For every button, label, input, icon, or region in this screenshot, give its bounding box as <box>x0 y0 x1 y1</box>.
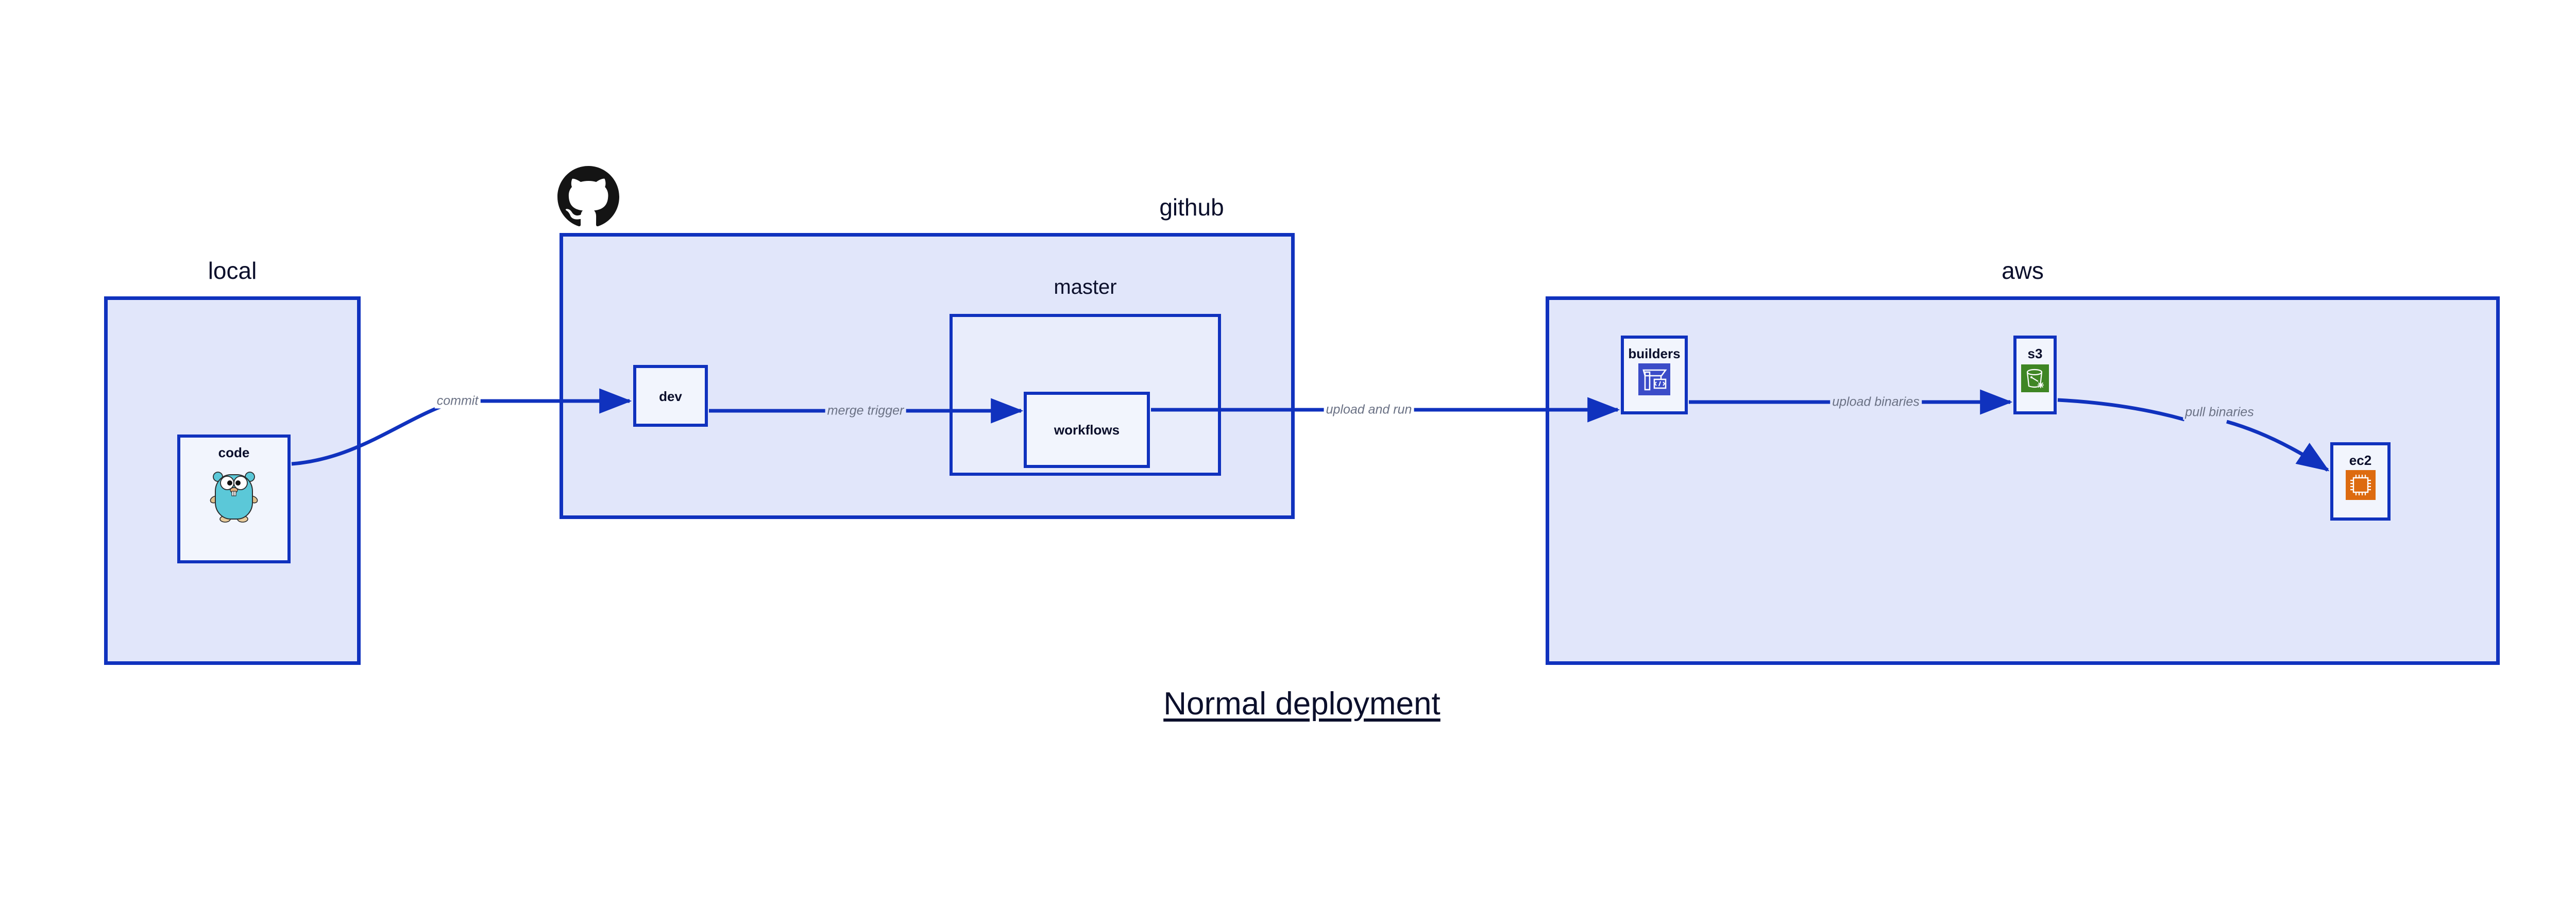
golang-gopher-icon <box>209 467 259 524</box>
edge-label-merge-trigger: merge trigger <box>825 403 906 419</box>
edge-label-upload-and-run: upload and run <box>1324 402 1414 417</box>
node-code[interactable]: code <box>177 435 291 563</box>
group-label-aws: aws <box>2002 257 2044 284</box>
diagram-title: Normal deployment <box>1163 686 1440 722</box>
aws-s3-bucket-icon <box>2021 364 2049 392</box>
node-label-dev: dev <box>659 389 682 404</box>
node-workflows[interactable]: workflows <box>1024 392 1150 468</box>
edge-label-upload-binaries: upload binaries <box>1830 394 1922 410</box>
aws-builders-crane-icon <box>1638 363 1670 395</box>
group-label-github: github <box>1159 194 1224 221</box>
edge-label-commit: commit <box>434 393 481 409</box>
node-label-s3: s3 <box>2027 346 2043 361</box>
node-label-code: code <box>218 445 250 460</box>
aws-ec2-chip-icon <box>2345 470 2376 500</box>
group-label-master: master <box>1054 276 1117 298</box>
group-box-local <box>104 296 361 665</box>
edge-label-pull-binaries: pull binaries <box>2183 405 2256 420</box>
node-label-workflows: workflows <box>1054 422 1120 438</box>
node-dev[interactable]: dev <box>633 365 708 427</box>
node-builders[interactable]: builders <box>1621 336 1688 414</box>
node-ec2[interactable]: ec2 <box>2330 442 2391 521</box>
node-s3[interactable]: s3 <box>2013 336 2057 414</box>
node-label-builders: builders <box>1628 346 1681 361</box>
group-label-local: local <box>208 257 257 284</box>
node-label-ec2: ec2 <box>2349 453 2372 468</box>
github-octocat-logo <box>557 166 619 228</box>
